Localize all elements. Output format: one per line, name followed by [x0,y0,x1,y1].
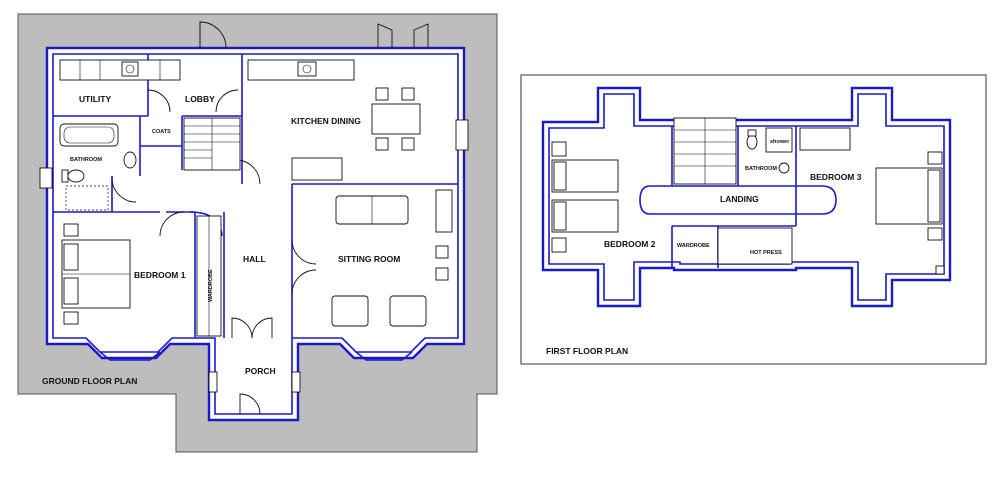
room-label-hall: HALL [243,254,266,264]
room-label-sitting-room: SITTING ROOM [338,254,400,264]
first-floor-plan: shower BATHROOM BEDROOM 3 LANDING BEDROO… [520,74,987,365]
room-label-coats: COATS [152,129,171,135]
first-floor-room-labels: shower BATHROOM BEDROOM 3 LANDING BEDROO… [546,139,862,356]
room-label-ff-wardrobe: WARDROBE [677,243,710,249]
ground-floor-footprint [45,46,466,422]
room-label-wardrobe: WARDROBE [208,269,214,302]
room-label-kitchen-dining: KITCHEN DINING [291,116,361,126]
ground-floor-stairs [183,117,241,171]
ground-floor-inner-wall-line [52,53,459,415]
room-label-hot-press: HOT PRESS [750,250,782,256]
room-label-bedroom3: BEDROOM 3 [810,172,862,182]
ground-floor-bedroom1-furniture [61,215,413,393]
room-label-porch: PORCH [245,366,276,376]
ground-floor-room-labels: UTILITY LOBBY KITCHEN DINING COATS BATHR… [42,94,400,386]
ground-floor-title: GROUND FLOOR PLAN [42,376,137,386]
first-floor-fixtures [551,117,945,275]
room-label-ff-bathroom: BATHROOM [745,166,777,172]
room-label-utility: UTILITY [79,94,111,104]
room-label-lobby: LOBBY [185,94,215,104]
room-label-bathroom: BATHROOM [70,157,102,163]
first-floor-interior-walls [639,126,837,268]
first-floor-inner-wall-line [548,93,945,301]
room-label-shower: shower [770,139,790,145]
ground-floor-plan: UTILITY LOBBY KITCHEN DINING COATS BATHR… [17,13,498,453]
ground-floor-fixtures [39,59,469,327]
room-label-bedroom2: BEDROOM 2 [604,239,656,249]
room-label-landing: LANDING [720,194,759,204]
ground-floor-interior-walls [53,54,458,338]
room-label-bedroom1: BEDROOM 1 [134,270,186,280]
first-floor-title: FIRST FLOOR PLAN [546,346,628,356]
